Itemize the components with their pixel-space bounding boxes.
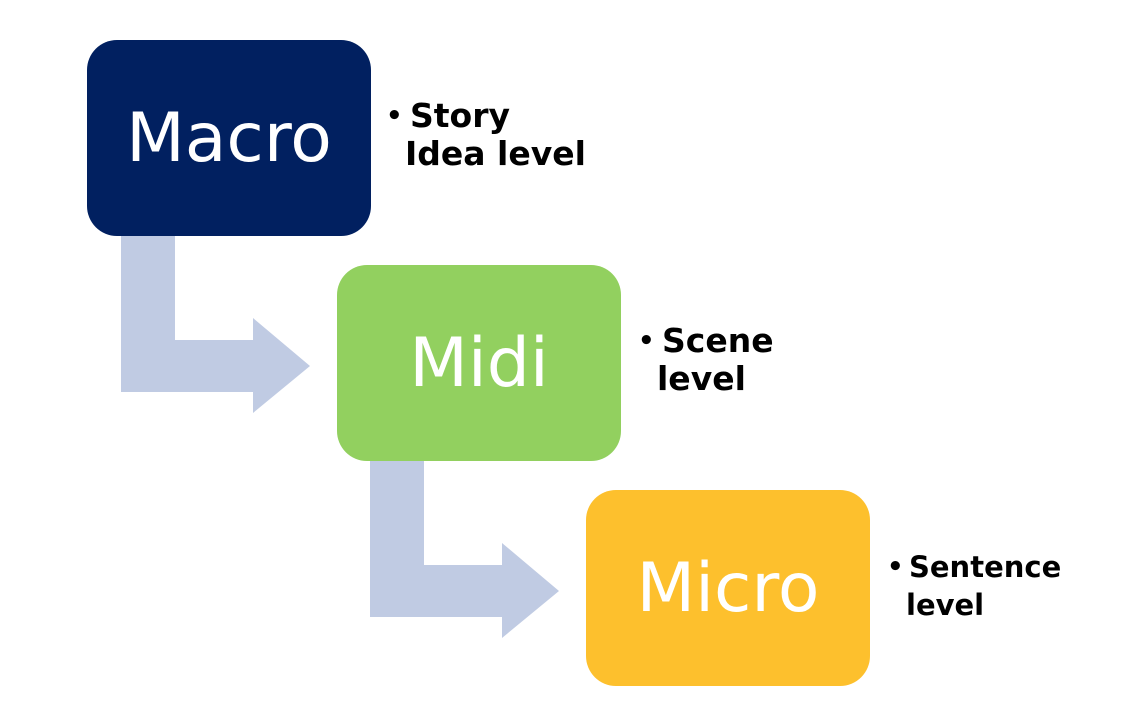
macro-note-line2: Idea level: [405, 134, 586, 173]
midi-box: Midi: [337, 265, 621, 461]
macro-note-line1: Story: [410, 96, 510, 135]
macro-label: Macro: [126, 98, 332, 178]
bullet-dot: •: [887, 552, 904, 582]
micro-label: Micro: [636, 548, 820, 628]
micro-note-line2: level: [906, 588, 985, 622]
midi-label: Midi: [409, 323, 549, 403]
micro-note-line1: Sentence: [909, 550, 1062, 584]
micro-box: Micro: [586, 490, 870, 686]
bullet-dot: •: [638, 326, 655, 356]
micro-note: • Sentence level: [887, 548, 1061, 624]
macro-note: • Story Idea level: [386, 97, 586, 173]
midi-note-line2: level: [657, 359, 746, 398]
midi-note: • Scene level: [638, 322, 774, 398]
bullet-dot: •: [386, 101, 403, 131]
bent-arrow-midi-to-micro: [370, 461, 559, 638]
macro-box: Macro: [87, 40, 371, 236]
midi-note-line1: Scene: [662, 321, 774, 360]
bent-arrow-macro-to-midi: [121, 236, 310, 413]
